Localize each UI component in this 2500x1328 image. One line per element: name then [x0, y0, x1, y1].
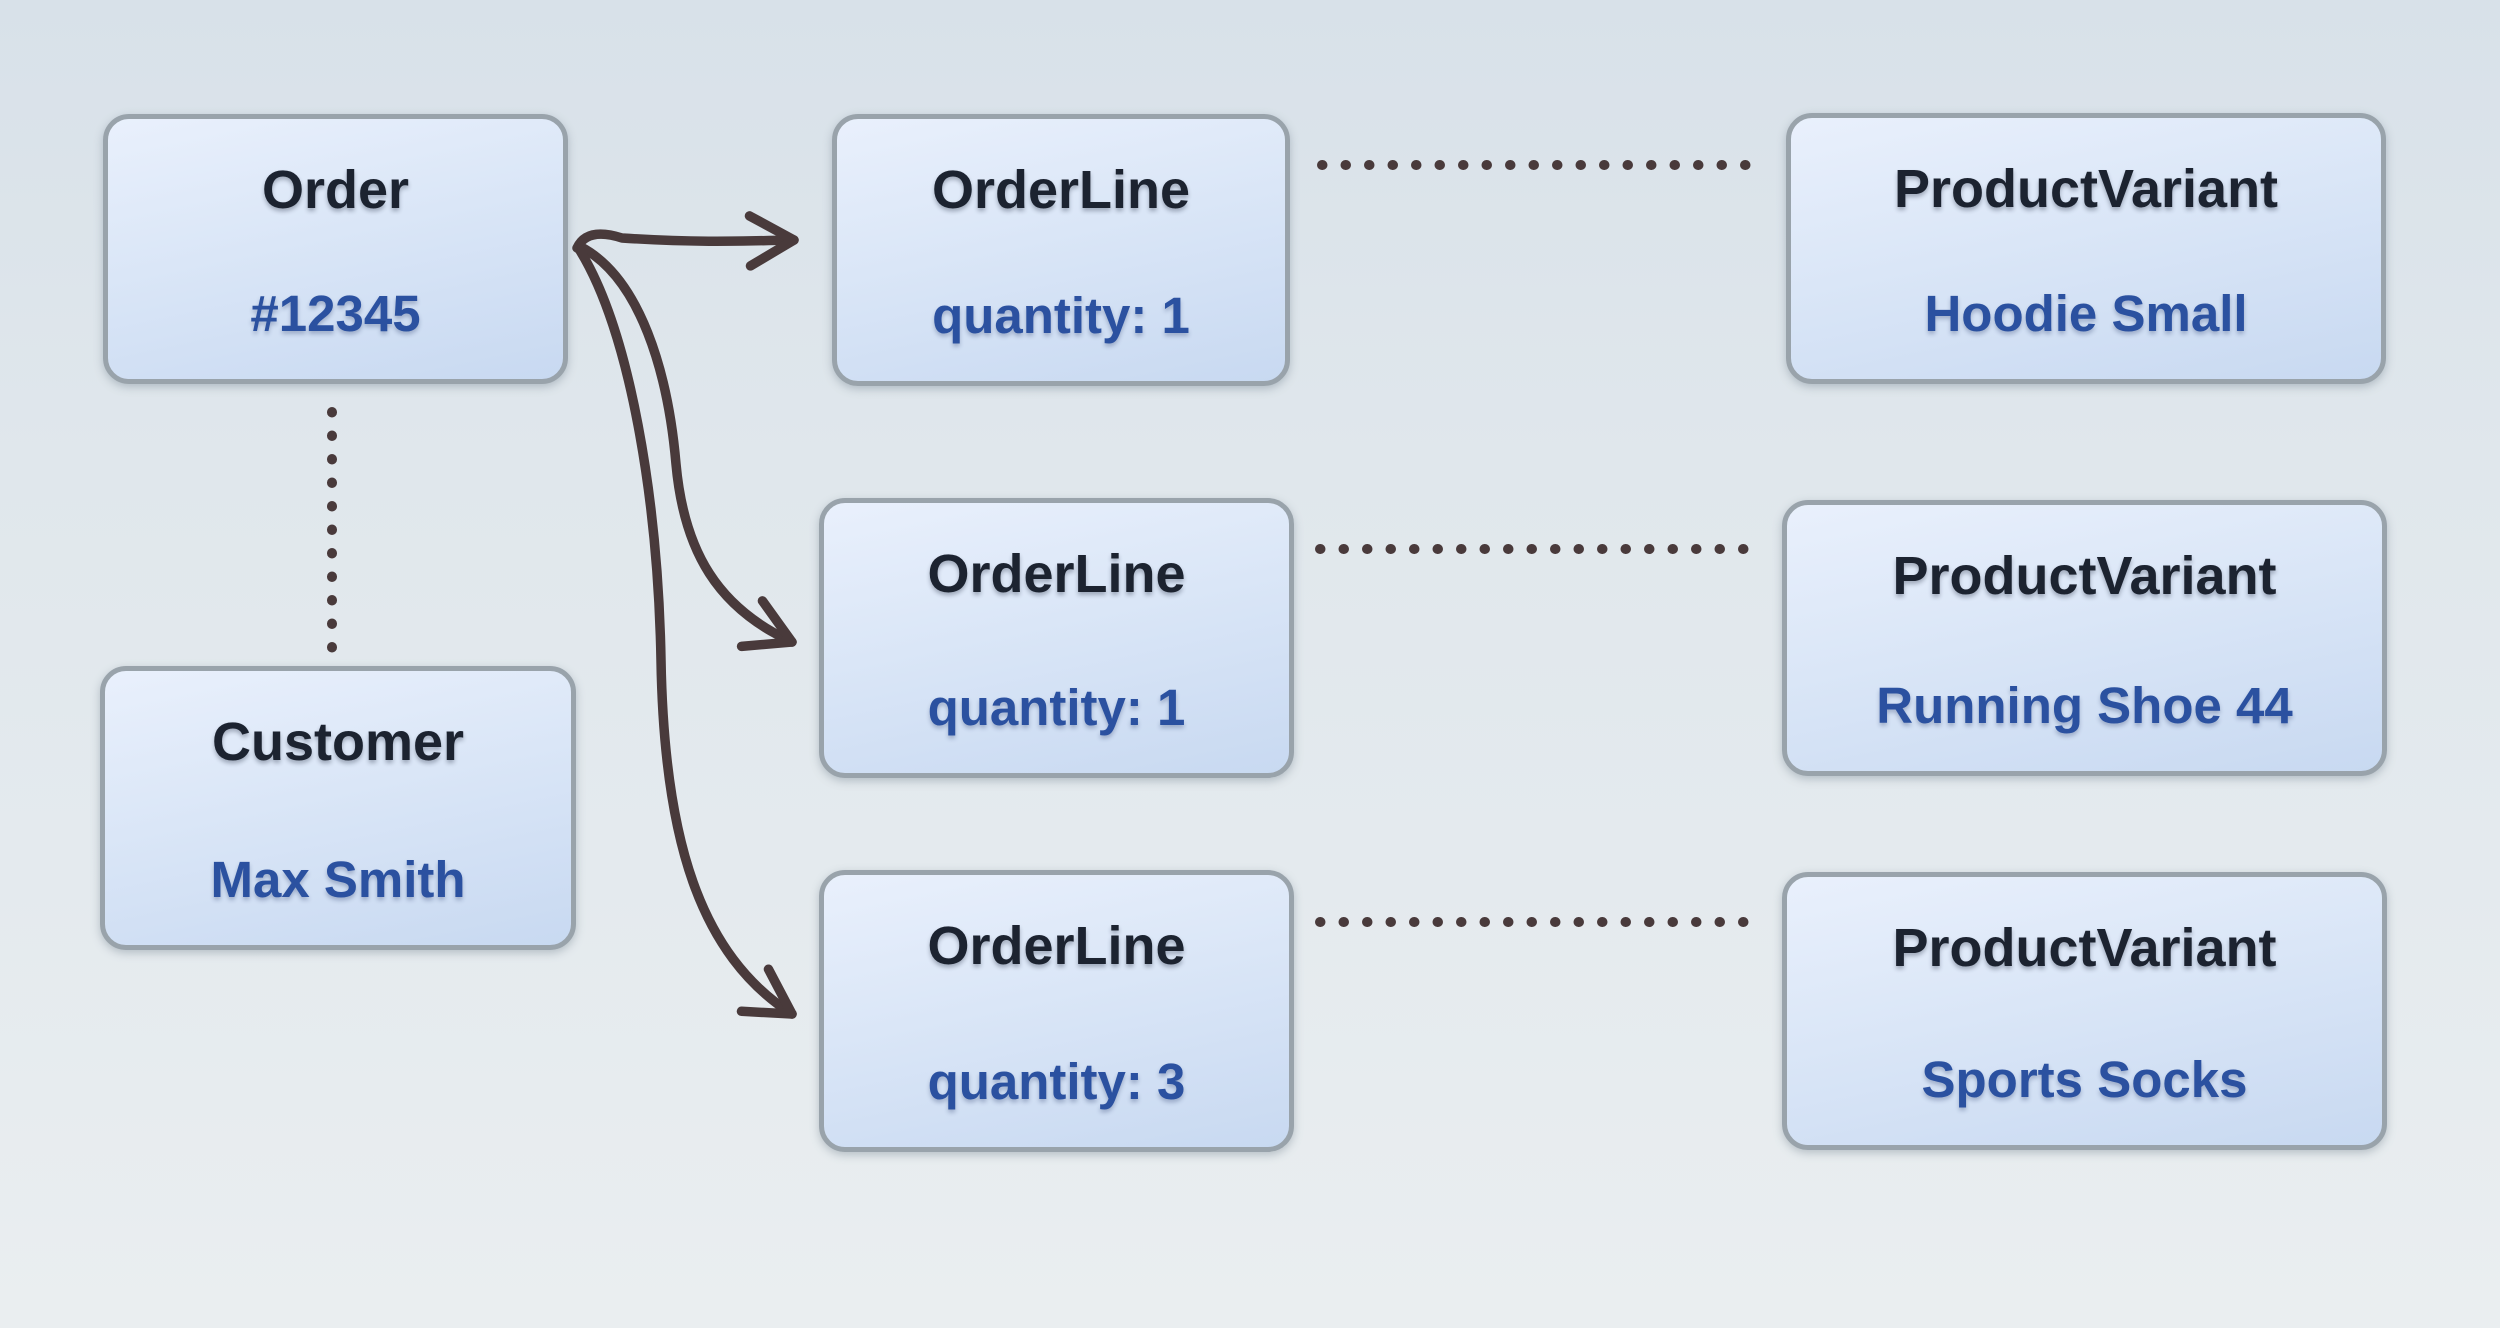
entity-value: quantity: 3: [927, 1053, 1186, 1110]
entity-title: ProductVariant: [1893, 159, 2279, 219]
entity-title: ProductVariant: [1892, 918, 2277, 978]
entity-value: Max Smith: [210, 851, 466, 908]
entity-value: Hoodie Small: [1924, 285, 2248, 342]
entity-title: OrderLine: [931, 160, 1191, 220]
arrow-order-orderline-1: [572, 211, 799, 271]
entity-box-productvariant-2: ProductVariant Running Shoe 44: [1782, 500, 2387, 776]
entity-value: #12345: [250, 285, 421, 342]
entity-title: ProductVariant: [1892, 546, 2277, 606]
entity-title: Order: [261, 160, 410, 220]
entity-box-customer: Customer Max Smith: [100, 666, 576, 950]
entity-title: OrderLine: [927, 544, 1186, 604]
entity-box-productvariant-1: ProductVariant Hoodie Small: [1786, 113, 2386, 384]
entity-box-orderline-3: OrderLine quantity: 3: [819, 870, 1294, 1152]
entity-value: Running Shoe 44: [1876, 677, 2293, 734]
arrow-order-orderline-2: [576, 242, 797, 652]
entity-box-order: Order #12345: [103, 114, 568, 384]
entity-box-orderline-1: OrderLine quantity: 1: [832, 114, 1290, 386]
entity-title: Customer: [211, 712, 465, 772]
entity-box-orderline-2: OrderLine quantity: 1: [819, 498, 1294, 778]
entity-value: quantity: 1: [932, 287, 1190, 344]
arrow-order-orderline-3: [574, 244, 797, 1019]
entity-title: OrderLine: [927, 916, 1186, 976]
entity-value: Sports Socks: [1921, 1051, 2248, 1108]
entity-box-productvariant-3: ProductVariant Sports Socks: [1782, 872, 2387, 1150]
entity-value: quantity: 1: [927, 679, 1186, 736]
